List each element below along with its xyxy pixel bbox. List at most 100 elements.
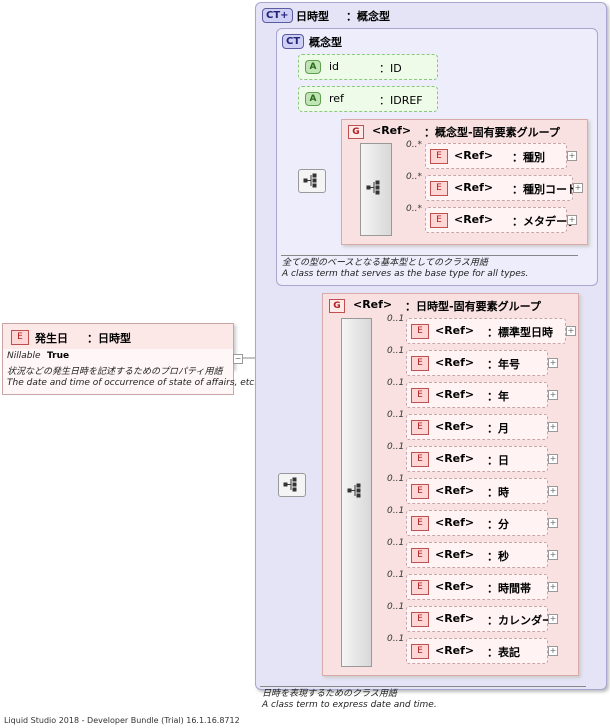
attribute-badge: A [305, 60, 321, 74]
occurs-label: 0..1 [387, 634, 405, 644]
base-note-ja: 全ての型のベースとなる基本型としてのクラス用語 [282, 258, 488, 268]
element-shubetsu[interactable]: E <Ref> ：種別 [425, 143, 567, 169]
occurs-label: 0..1 [387, 538, 405, 548]
collapse-icon[interactable]: − [233, 354, 243, 364]
element-metadata[interactable]: E <Ref> ：メタデータ [425, 207, 578, 233]
expand-icon[interactable]: + [567, 215, 577, 225]
occurs-label: 0..1 [387, 346, 405, 356]
element-standard-datetime[interactable]: E <Ref> ：標準型日時 [406, 318, 566, 344]
element-ref: <Ref> [435, 324, 475, 337]
attribute-ref[interactable]: A ref ：IDREF [298, 86, 438, 112]
element-day[interactable]: E <Ref> ：日 [406, 446, 548, 472]
element-badge: E [11, 330, 29, 345]
sequence-icon[interactable] [278, 473, 306, 497]
expand-icon[interactable]: + [548, 614, 558, 624]
element-name: ：種別 [512, 151, 545, 164]
nillable-label: Nillable [7, 351, 41, 361]
element-badge: E [411, 452, 429, 467]
occurs-label: 0..1 [387, 314, 405, 324]
complex-type-note-en: A class term to express date and time. [262, 700, 437, 710]
group-badge: G [348, 125, 364, 139]
expand-icon[interactable]: + [548, 486, 558, 496]
element-ref: <Ref> [435, 548, 475, 561]
base-type-name: 概念型 [309, 36, 342, 49]
element-ref: <Ref> [435, 580, 475, 593]
group-name: ：概念型-固有要素グループ [424, 126, 560, 139]
group-name: ：日時型-固有要素グループ [405, 300, 541, 313]
element-name: ：月 [487, 422, 509, 435]
element-badge: E [411, 612, 429, 627]
element-second[interactable]: E <Ref> ：秒 [406, 542, 548, 568]
element-badge: E [411, 388, 429, 403]
element-ref: <Ref> [454, 213, 494, 226]
element-badge: E [411, 324, 429, 339]
sequence-icon [362, 177, 388, 199]
expand-icon[interactable]: + [548, 358, 558, 368]
occurs-label: 0..1 [387, 602, 405, 612]
element-badge: E [411, 484, 429, 499]
occurs-label: 0..1 [387, 378, 405, 388]
expand-icon[interactable]: + [548, 454, 558, 464]
element-ref: <Ref> [454, 149, 494, 162]
element-ref: <Ref> [435, 644, 475, 657]
occurs-label: 0..1 [387, 506, 405, 516]
expand-icon[interactable]: + [548, 550, 558, 560]
divider [281, 255, 578, 256]
element-name: ：年号 [487, 358, 520, 371]
attribute-type: ：IDREF [379, 94, 423, 107]
element-name: ：種別コード [512, 183, 578, 196]
occurs-label: 0..1 [387, 570, 405, 580]
element-name: ：秒 [487, 550, 509, 563]
complex-type-badge: CT+ [262, 8, 293, 23]
group-ref: <Ref> [353, 298, 393, 311]
element-name: ：時間帯 [487, 582, 531, 595]
expand-icon[interactable]: + [548, 646, 558, 656]
expand-icon[interactable]: + [548, 518, 558, 528]
element-month[interactable]: E <Ref> ：月 [406, 414, 548, 440]
occurs-label: 0..1 [387, 410, 405, 420]
element-badge: E [411, 580, 429, 595]
expand-icon[interactable]: + [566, 326, 576, 336]
element-badge: E [411, 548, 429, 563]
element-ref: <Ref> [435, 484, 475, 497]
footer-credit: Liquid Studio 2018 - Developer Bundle (T… [4, 716, 240, 725]
element-year[interactable]: E <Ref> ：年 [406, 382, 548, 408]
nillable-value: True [47, 351, 70, 361]
element-badge: E [430, 213, 448, 228]
complex-type-base: ：概念型 [346, 10, 390, 23]
occurs-label: 0..* [406, 140, 422, 150]
expand-icon[interactable]: + [548, 390, 558, 400]
element-badge: E [411, 516, 429, 531]
element-name: ：分 [487, 518, 509, 531]
root-element-name: 発生日 [35, 332, 68, 345]
element-ref: <Ref> [435, 388, 475, 401]
root-note-ja: 状況などの発生日時を記述するためのプロパティ用語 [7, 367, 223, 377]
attribute-badge: A [305, 92, 321, 106]
element-era[interactable]: E <Ref> ：年号 [406, 350, 548, 376]
attribute-id[interactable]: A id ：ID [298, 54, 438, 80]
expand-icon[interactable]: + [567, 151, 577, 161]
expand-icon[interactable]: + [548, 422, 558, 432]
element-ref: <Ref> [435, 452, 475, 465]
root-note-en: The date and time of occurrence of state… [7, 378, 258, 388]
element-name: ：カレンダー [487, 614, 553, 627]
element-ref: <Ref> [435, 612, 475, 625]
occurs-label: 0..* [406, 172, 422, 182]
expand-icon[interactable]: + [548, 582, 558, 592]
element-timezone[interactable]: E <Ref> ：時間帯 [406, 574, 548, 600]
element-name: ：メタデータ [512, 215, 578, 228]
expand-icon[interactable]: + [573, 183, 583, 193]
sequence-icon[interactable] [298, 169, 326, 193]
occurs-label: 0..* [406, 204, 422, 214]
complex-type-note-ja: 日時を表現するためのクラス用語 [262, 689, 397, 699]
element-minute[interactable]: E <Ref> ：分 [406, 510, 548, 536]
group-ref: <Ref> [372, 124, 412, 137]
attribute-name: id [329, 60, 340, 73]
base-type-badge: CT [282, 34, 305, 49]
element-hour[interactable]: E <Ref> ：時 [406, 478, 548, 504]
element-shubetsu-code[interactable]: E <Ref> ：種別コード [425, 175, 578, 201]
element-calendar[interactable]: E <Ref> ：カレンダー [406, 606, 553, 632]
element-notation[interactable]: E <Ref> ：表記 [406, 638, 548, 664]
element-name: ：年 [487, 390, 509, 403]
element-ref: <Ref> [454, 181, 494, 194]
